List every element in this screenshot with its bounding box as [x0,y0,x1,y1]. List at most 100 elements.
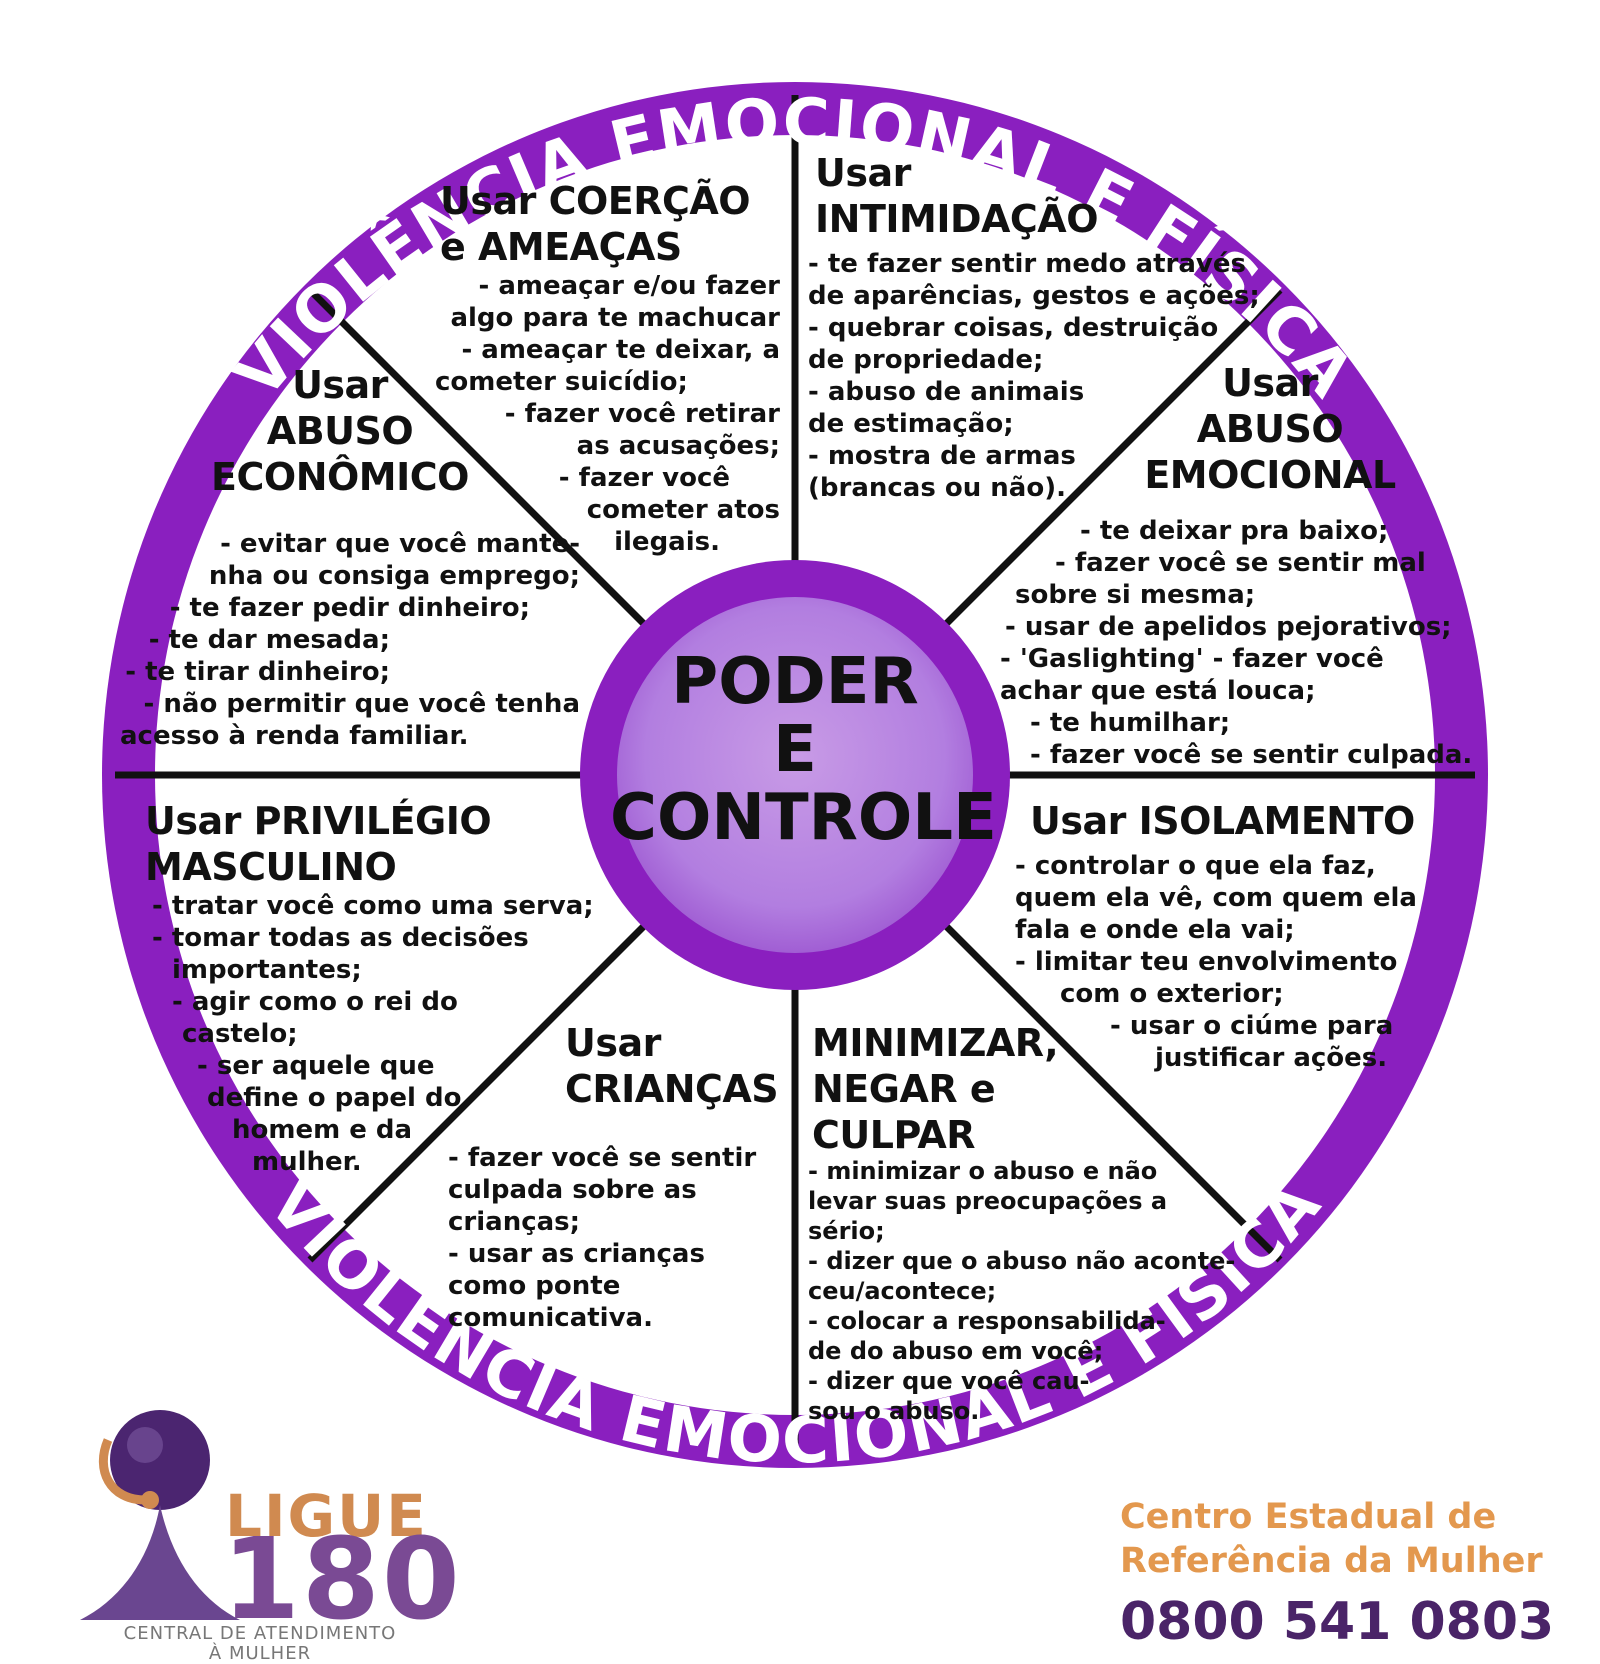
segment-line: - evitar que você mante- [220,529,580,559]
segment-title: ECONÔMICO [211,455,469,499]
segment-line: - quebrar coisas, destruição [808,313,1219,343]
segment-line: - tratar você como uma serva; [152,891,594,921]
segment-line: as acusações; [576,431,780,461]
segment-line: - te dar mesada; [148,625,390,655]
segment-line: justificar ações. [1155,1043,1388,1073]
segment-title: e AMEAÇAS [440,225,682,269]
segment-minimizar: MINIMIZAR, NEGAR e CULPAR [812,1020,1112,1158]
segment-line: ceu/acontece; [808,1277,997,1305]
segment-line: castelo; [182,1019,298,1049]
segment-title: INTIMIDAÇÃO [815,197,1099,241]
segment-line: - fazer você se sentir mal [1055,548,1426,578]
segment-line: - abuso de animais [808,377,1085,407]
segment-line: algo para te machucar [450,303,780,333]
segment-title: Usar PRIVILÉGIO [145,799,492,843]
segment-line: - dizer que você cau- [808,1367,1090,1395]
segment-title: ABUSO [1196,407,1344,451]
segment-line: como ponte [448,1271,621,1301]
segment-line: mulher. [252,1147,362,1177]
segment-economico: Usar ABUSO ECONÔMICO [190,362,490,500]
segment-criancas: Usar CRIANÇAS [565,1020,805,1112]
segment-title: ABUSO [266,409,414,453]
segment-title: CULPAR [812,1113,976,1157]
segment-title: CRIANÇAS [565,1067,779,1111]
segment-line: fala e onde ela vai; [1015,915,1295,945]
segment-line: acesso à renda familiar. [120,721,469,751]
central-atendimento: CENTRAL DE ATENDIMENTO À MULHER [60,1624,460,1664]
segment-line: - ameaçar te deixar, a [461,335,780,365]
centro-line-1: Centro Estadual de [1120,1497,1497,1537]
segment-line: achar que está louca; [1000,676,1316,706]
central-line-1: CENTRAL DE ATENDIMENTO [123,1623,397,1644]
segment-line: - usar de apelidos pejorativos; [1005,612,1452,642]
segment-title: Usar COERÇÃO [440,179,751,223]
segment-line: cometer suicídio; [435,367,688,397]
segment-line: homem e da [232,1115,413,1145]
segment-title: EMOCIONAL [1144,453,1396,497]
segment-line: - te deixar pra baixo; [1080,516,1389,546]
ligue180-logo-figure [80,1410,240,1620]
segment-intimidacao: Usar INTIMIDAÇÃO [815,150,1235,242]
segment-title: Usar [1222,361,1318,405]
segment-title: MASCULINO [145,845,397,889]
segment-line: - agir como o rei do [172,987,458,1017]
segment-line: levar suas preocupações a [808,1187,1168,1215]
phone-number: 0800 541 0803 [1120,1592,1555,1652]
segment-economico-lines: - evitar que você mante- nha ou consiga … [110,528,580,752]
segment-isolamento: Usar ISOLAMENTO [1030,798,1450,844]
center-line-2: E [773,713,817,787]
segment-line: define o papel do [207,1083,462,1113]
segment-line: de estimação; [808,409,1014,439]
segment-line: - usar as crianças [448,1239,705,1269]
segment-line: sério; [808,1217,885,1245]
hub-inner [617,597,973,953]
segment-line: - fazer você retirar [504,399,780,429]
segment-line: - te fazer pedir dinheiro; [169,593,530,623]
center-line-1: PODER [671,645,919,719]
segment-line: nha ou consiga emprego; [208,561,580,591]
segment-line: sobre si mesma; [1015,580,1256,610]
centro-line-2: Referência da Mulher [1120,1541,1543,1581]
segment-isolamento-lines: - controlar o que ela faz, quem ela vê, … [1015,850,1455,1074]
ligue-number: 180 [222,1515,462,1645]
segment-coercao: Usar COERÇÃO e AMEAÇAS [440,178,780,270]
segment-line: - minimizar o abuso e não [808,1157,1158,1185]
segment-emocional-lines: - te deixar pra baixo; - fazer você se s… [1000,515,1480,771]
segment-line: - não permitir que você tenha [143,689,580,719]
segment-line: culpada sobre as [448,1175,697,1205]
center-label: PODER E CONTROLE [610,645,997,855]
segment-line: comunicativa. [448,1303,653,1333]
segment-line: - ameaçar e/ou fazer [478,271,781,301]
segment-title: Usar [815,151,911,195]
segment-emocional: Usar ABUSO EMOCIONAL [1130,360,1410,498]
central-line-2: À MULHER [208,1643,312,1664]
segment-line: - dizer que o abuso não aconte- [808,1247,1236,1275]
segment-line: - mostra de armas [808,441,1076,471]
segment-intimidacao-lines: - te fazer sentir medo através de aparên… [808,248,1278,504]
segment-line: - fazer você [558,463,730,493]
segment-line: - usar o ciúme para [1110,1011,1394,1041]
segment-line: importantes; [172,955,362,985]
segment-line: - ser aquele que [197,1051,435,1081]
segment-line: crianças; [448,1207,581,1237]
segment-line: - fazer você se sentir culpada. [1030,740,1473,770]
segment-privilegio: Usar PRIVILÉGIO MASCULINO [145,798,585,890]
segment-line: - tomar todas as decisões [152,923,529,953]
segment-line: (brancas ou não). [808,473,1066,503]
segment-title: Usar [292,363,388,407]
segment-line: - limitar teu envolvimento [1015,947,1398,977]
segment-line: - te fazer sentir medo através [808,249,1246,279]
segment-line: - fazer você se sentir [448,1143,757,1173]
segment-line: de do abuso em você; [808,1337,1104,1365]
segment-title: MINIMIZAR, [812,1021,1059,1065]
segment-coercao-lines: - ameaçar e/ou fazer algo para te machuc… [390,270,780,558]
segment-line: - te tirar dinheiro; [125,657,390,687]
segment-line: sou o abuso. [808,1397,980,1425]
segment-line: ilegais. [614,527,720,557]
centro-estadual: Centro Estadual de Referência da Mulher [1120,1495,1560,1583]
segment-line: de propriedade; [808,345,1044,375]
center-line-3: CONTROLE [610,781,997,855]
segment-minimizar-lines: - minimizar o abuso e não levar suas pre… [808,1156,1268,1426]
segment-criancas-lines: - fazer você se sentir culpada sobre as … [448,1142,798,1334]
segment-line: - 'Gaslighting' - fazer você [1000,644,1384,674]
